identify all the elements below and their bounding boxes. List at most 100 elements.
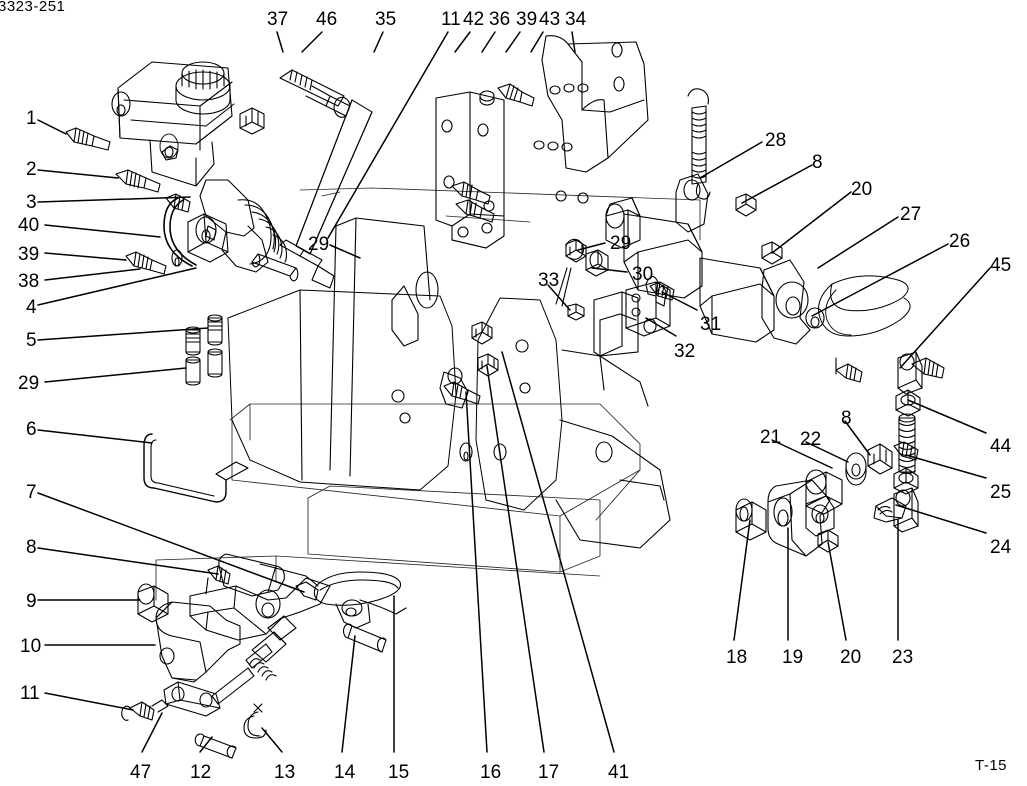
callout-number: 39 (516, 9, 538, 30)
callout-number: 31 (700, 314, 722, 335)
leader-line (530, 31, 544, 53)
middle-loose-fasteners (165, 193, 499, 405)
callout-number: 43 (539, 9, 561, 30)
leader-line (577, 242, 606, 251)
callout-number: 36 (489, 9, 511, 30)
leader-line (771, 439, 833, 469)
leader-line (37, 196, 191, 203)
callout-number: 10 (20, 636, 42, 657)
leader-line (37, 169, 119, 179)
master-cylinder-reservoir (111, 61, 335, 289)
callout-number: 34 (565, 9, 587, 30)
leader-line (37, 267, 197, 306)
leader-line (37, 429, 153, 444)
switch-and-fasteners (555, 238, 675, 357)
leader-line (805, 441, 849, 463)
pedal-support-bracket-11 (435, 91, 505, 249)
lower-clevis-assembly (735, 441, 919, 557)
callout-number: 29 (308, 234, 330, 255)
upper-push-rod-assembly (239, 69, 373, 255)
floor-panel-outline (227, 217, 671, 549)
leader-line (547, 284, 571, 311)
leader-line (37, 327, 209, 341)
callout-number: 8 (812, 152, 823, 173)
leader-line (827, 541, 847, 641)
leader-line (733, 519, 751, 641)
callout-number: 7 (26, 482, 37, 503)
leader-line (44, 367, 187, 383)
callout-number: 33 (538, 270, 560, 291)
leader-line (465, 391, 488, 753)
leader-line (895, 504, 987, 534)
callout-number: 44 (990, 436, 1012, 457)
leader-line (141, 712, 163, 753)
leader-line (329, 244, 361, 259)
leader-line (44, 692, 134, 711)
leader-line (44, 252, 127, 261)
callout-number: 6 (26, 419, 37, 440)
bracket-fasteners (451, 83, 535, 223)
callout-number: 29 (18, 373, 40, 394)
callout-number: 29 (610, 233, 632, 254)
leader-line (199, 736, 213, 753)
leader-line (661, 291, 698, 311)
leader-line (373, 31, 384, 53)
brake-pedal-assembly (121, 553, 407, 759)
callout-number: 16 (480, 762, 502, 783)
curved-shield-26 (818, 275, 911, 337)
callout-number: 26 (949, 231, 971, 252)
callout-number: 14 (334, 762, 356, 783)
callout-number: 23 (892, 647, 914, 668)
leader-line (905, 454, 987, 479)
document-id-text: 3323-251 (0, 0, 66, 15)
callout-number: 41 (608, 762, 630, 783)
callout-number: 15 (388, 762, 410, 783)
leader-line (481, 31, 496, 53)
leader-line (37, 547, 219, 575)
callout-number: 20 (840, 647, 862, 668)
callout-number: 12 (190, 762, 212, 783)
callout-number: 18 (726, 647, 748, 668)
callout-number: 35 (375, 9, 397, 30)
adjusting-rod-assembly (873, 351, 945, 533)
callout-number: 47 (130, 762, 152, 783)
callout-number: 39 (18, 244, 40, 265)
callout-number: 11 (441, 9, 461, 30)
callout-number: 3 (26, 192, 37, 213)
leader-line (486, 365, 545, 753)
callout-number: 32 (674, 341, 696, 362)
callout-number: 37 (267, 9, 289, 30)
leader-line (907, 399, 987, 434)
callout-number: 11 (20, 683, 40, 704)
callout-number: 4 (26, 297, 37, 318)
callout-number: 22 (800, 429, 822, 450)
frame-structure (155, 187, 701, 601)
leader-line (699, 141, 763, 179)
leader-line (44, 268, 141, 281)
leader-line (276, 31, 284, 53)
bracket-6 (143, 433, 249, 503)
callout-number: 19 (782, 647, 804, 668)
callout-number: 1 (26, 108, 37, 129)
leader-line (454, 31, 471, 53)
leader-line (811, 243, 949, 317)
leader-line (771, 191, 852, 254)
callout-number: 9 (26, 591, 37, 612)
callout-number: 24 (990, 537, 1012, 558)
callout-number: 8 (26, 537, 37, 558)
leader-line (261, 727, 283, 753)
callout-number: 28 (765, 130, 787, 151)
leader-line (844, 420, 871, 456)
callout-number: 40 (18, 215, 40, 236)
pedal-cross-shaft (605, 88, 825, 345)
callout-number: 45 (990, 255, 1012, 276)
leader-line (817, 216, 899, 269)
leader-line (327, 31, 449, 239)
leader-line (301, 31, 323, 53)
callout-number: 30 (632, 264, 654, 285)
leader-line (37, 119, 67, 135)
fastener-cluster-left (65, 127, 299, 386)
leader-line (37, 492, 305, 593)
